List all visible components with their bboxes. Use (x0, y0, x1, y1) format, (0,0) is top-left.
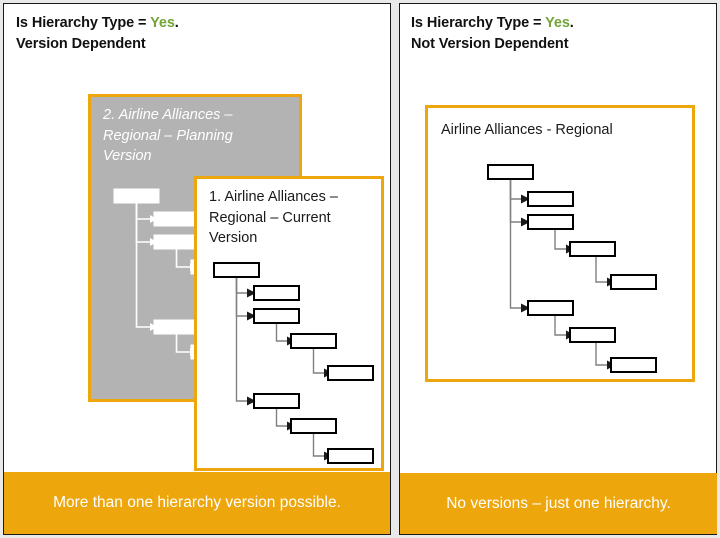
right-banner: No versions – just one hierarchy. (400, 473, 717, 534)
left-banner: More than one hierarchy version possible… (4, 472, 390, 534)
left-panel-header: Is Hierarchy Type = Yes. Version Depende… (16, 13, 179, 55)
left-header-yes-highlight: Yes (150, 15, 175, 31)
right-panel-header: Is Hierarchy Type = Yes. Not Version Dep… (411, 13, 574, 55)
current-version-title: 1. Airline Alliances – Regional – Curren… (209, 189, 338, 247)
right-banner-text: No versions – just one hierarchy. (446, 494, 671, 512)
left-header-line1: Is Hierarchy Type = Yes. (16, 13, 179, 34)
version-dependent-panel: Is Hierarchy Type = Yes. Version Depende… (3, 3, 391, 535)
current-version-box[interactable]: 1. Airline Alliances – Regional – Curren… (194, 176, 384, 471)
right-header-line2: Not Version Dependent (411, 36, 569, 53)
right-header-yes-highlight: Yes (545, 15, 570, 31)
left-header-prefix: Is Hierarchy Type = (16, 15, 151, 31)
left-header-line2: Version Dependent (16, 36, 146, 53)
regional-hierarchy-box[interactable]: Airline Alliances - Regional (425, 105, 695, 382)
regional-hierarchy-tree (483, 153, 678, 378)
right-header-prefix: Is Hierarchy Type = (411, 15, 546, 31)
planning-version-title: 2. Airline Alliances – Regional – Planni… (103, 107, 233, 165)
right-header-suffix: . (569, 15, 574, 31)
regional-hierarchy-title: Airline Alliances - Regional (441, 122, 613, 138)
right-header-line1: Is Hierarchy Type = Yes. (411, 13, 574, 34)
current-version-hierarchy-tree (209, 251, 379, 471)
left-banner-text: More than one hierarchy version possible… (53, 494, 341, 511)
left-header-suffix: . (174, 15, 179, 31)
